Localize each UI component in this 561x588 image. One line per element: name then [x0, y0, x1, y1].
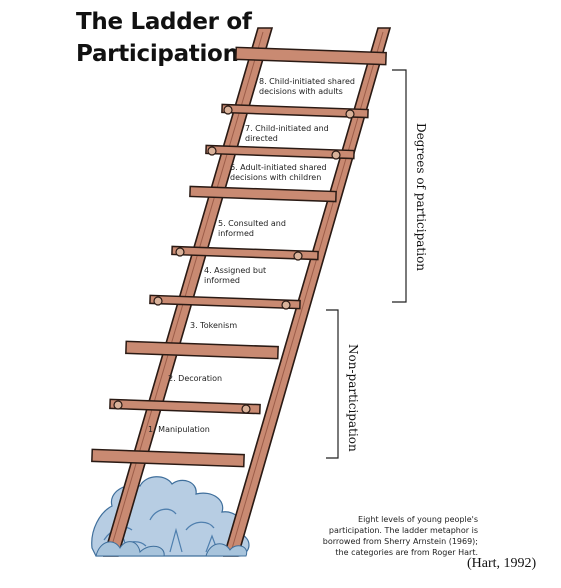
- caption-line-4: the categories are from Roger Hart.: [335, 548, 478, 557]
- diagram-title: The Ladder of Participation: [76, 6, 252, 70]
- non-participation-bracket: [326, 309, 339, 459]
- rung-5: [189, 185, 337, 203]
- rung-label-6-line1: 6. Adult-initiated shared: [230, 163, 327, 172]
- rung-3: [149, 294, 301, 310]
- rung-7: [221, 103, 369, 119]
- rung-label-6: 6. Adult-initiated shared decisions with…: [230, 163, 350, 183]
- citation: (Hart, 1992): [467, 556, 537, 571]
- rung-bottom: [91, 448, 245, 468]
- rung-label-4: 4. Assigned but informed: [204, 266, 304, 286]
- caption-line-2: participation. The ladder metaphor is: [328, 526, 478, 535]
- rung-label-7-line2: directed: [245, 134, 278, 143]
- rung-label-8-line1: 8. Child-initiated shared: [259, 77, 355, 86]
- title-line-2: Participation: [76, 41, 239, 67]
- rung-6: [205, 144, 355, 160]
- rung-top: [235, 46, 387, 66]
- degrees-of-participation-label: Degrees of participation: [414, 123, 428, 272]
- rung-label-4-line1: 4. Assigned but: [204, 266, 267, 275]
- figure-caption: Eight levels of young people's participa…: [266, 514, 478, 558]
- rung-label-5: 5. Consulted and informed: [218, 219, 328, 239]
- rung-label-2-line1: 2. Decoration: [168, 374, 223, 383]
- rung-4: [171, 245, 319, 261]
- ladder-rungs: [91, 46, 387, 468]
- rung-label-5-line2: informed: [218, 229, 254, 238]
- rung-label-5-line1: 5. Consulted and: [218, 219, 286, 228]
- degrees-bracket: [392, 69, 407, 303]
- non-participation-label: Non-participation: [346, 344, 360, 452]
- rung-label-2: 2. Decoration: [168, 374, 268, 384]
- caption-line-3: borrowed from Sherry Arnstein (1969);: [322, 537, 478, 546]
- rung-label-8: 8. Child-initiated shared decisions with…: [259, 77, 379, 97]
- rung-label-1-line1: 1. Manipulation: [148, 425, 210, 434]
- rung-label-3: 3. Tokenism: [190, 321, 290, 331]
- rung-label-3-line1: 3. Tokenism: [190, 321, 238, 330]
- rung-1: [109, 398, 261, 415]
- rung-2: [125, 340, 279, 360]
- rung-label-6-line2: decisions with children: [230, 173, 322, 182]
- rung-label-7: 7. Child-initiated and directed: [245, 124, 355, 144]
- rung-label-8-line2: decisions with adults: [259, 87, 343, 96]
- rung-label-4-line2: informed: [204, 276, 240, 285]
- caption-line-1: Eight levels of young people's: [358, 515, 478, 524]
- rung-label-7-line1: 7. Child-initiated and: [245, 124, 329, 133]
- rung-label-1: 1. Manipulation: [148, 425, 248, 435]
- rope-lashings: [113, 105, 355, 414]
- title-line-1: The Ladder of: [76, 9, 252, 35]
